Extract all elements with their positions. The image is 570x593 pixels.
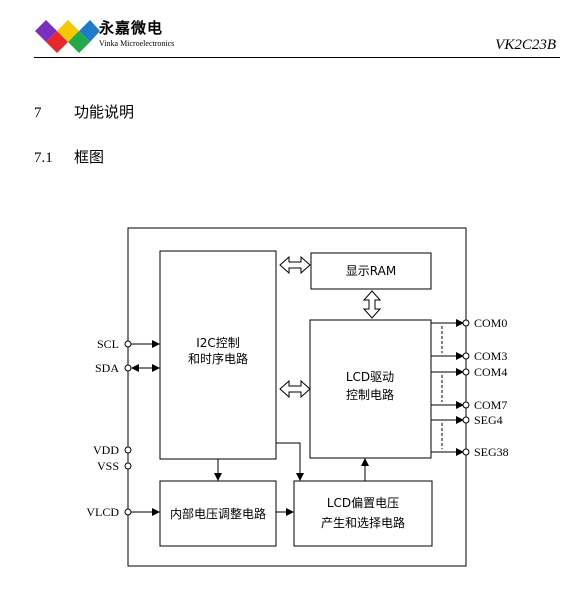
i2c-driver-bus-arrow xyxy=(279,379,311,399)
header-rule xyxy=(34,57,560,58)
ram-label: 显示RAM xyxy=(346,264,396,278)
section-title: 功能说明 xyxy=(74,105,135,121)
pin-label-com0: COM0 xyxy=(474,316,507,330)
output-com0 xyxy=(431,319,470,327)
bias-label-2: 产生和选择电路 xyxy=(321,515,405,530)
pin-label-com3: COM3 xyxy=(474,349,507,363)
output-com4 xyxy=(431,368,470,376)
pin-label-vdd: VDD xyxy=(93,443,119,457)
subsection-title: 框图 xyxy=(74,150,105,166)
pin-sda xyxy=(124,364,160,372)
pin-label-scl: SCL xyxy=(97,337,119,351)
brand-name-en: Vinka Microelectronics xyxy=(99,39,175,48)
chip-outline xyxy=(127,227,467,567)
pin-label-vlcd: VLCD xyxy=(86,505,119,519)
pin-vlcd xyxy=(124,508,160,516)
pin-label-com7: COM7 xyxy=(474,398,507,412)
pin-vdd xyxy=(124,446,132,454)
brand-name-cn: 永嘉微电 xyxy=(99,19,164,37)
section-number: 7 xyxy=(34,105,42,121)
output-com7 xyxy=(431,401,470,409)
model-number: VK2C23B xyxy=(495,37,556,53)
ram-block xyxy=(310,252,432,290)
subsection-number: 7.1 xyxy=(34,150,53,166)
output-seg4 xyxy=(431,416,470,424)
section-heading: 7 功能说明 xyxy=(34,101,134,122)
ram-driver-bus-arrow xyxy=(362,290,382,319)
output-seg38 xyxy=(431,448,470,456)
page-header: 永嘉微电 Vinka Microelectronics VK2C23B xyxy=(0,0,570,62)
lcd-driver-label-1: LCD驱动 xyxy=(346,370,394,384)
pin-scl xyxy=(124,340,160,348)
lcd-driver-label-2: 控制电路 xyxy=(346,387,394,402)
i2c-ram-bus-arrow xyxy=(279,255,311,275)
bias-label-1: LCD偏置电压 xyxy=(327,495,399,510)
pin-vss xyxy=(124,462,132,470)
output-com3 xyxy=(431,352,470,360)
pin-label-seg38: SEG38 xyxy=(474,445,509,459)
pin-label-vss: VSS xyxy=(97,459,119,473)
regulator-label: 内部电压调整电路 xyxy=(170,506,266,521)
subsection-heading: 7.1 框图 xyxy=(34,146,104,167)
pin-label-sda: SDA xyxy=(95,361,119,375)
pin-label-seg4: SEG4 xyxy=(474,413,503,427)
i2c-label-1: I2C控制 xyxy=(196,336,240,350)
pin-label-com4: COM4 xyxy=(474,365,507,379)
i2c-to-bias-arrow xyxy=(276,442,304,481)
i2c-label-2: 和时序电路 xyxy=(188,351,248,366)
vinka-logo xyxy=(35,20,100,53)
bias-block xyxy=(293,480,433,547)
regulator-block xyxy=(159,480,277,547)
